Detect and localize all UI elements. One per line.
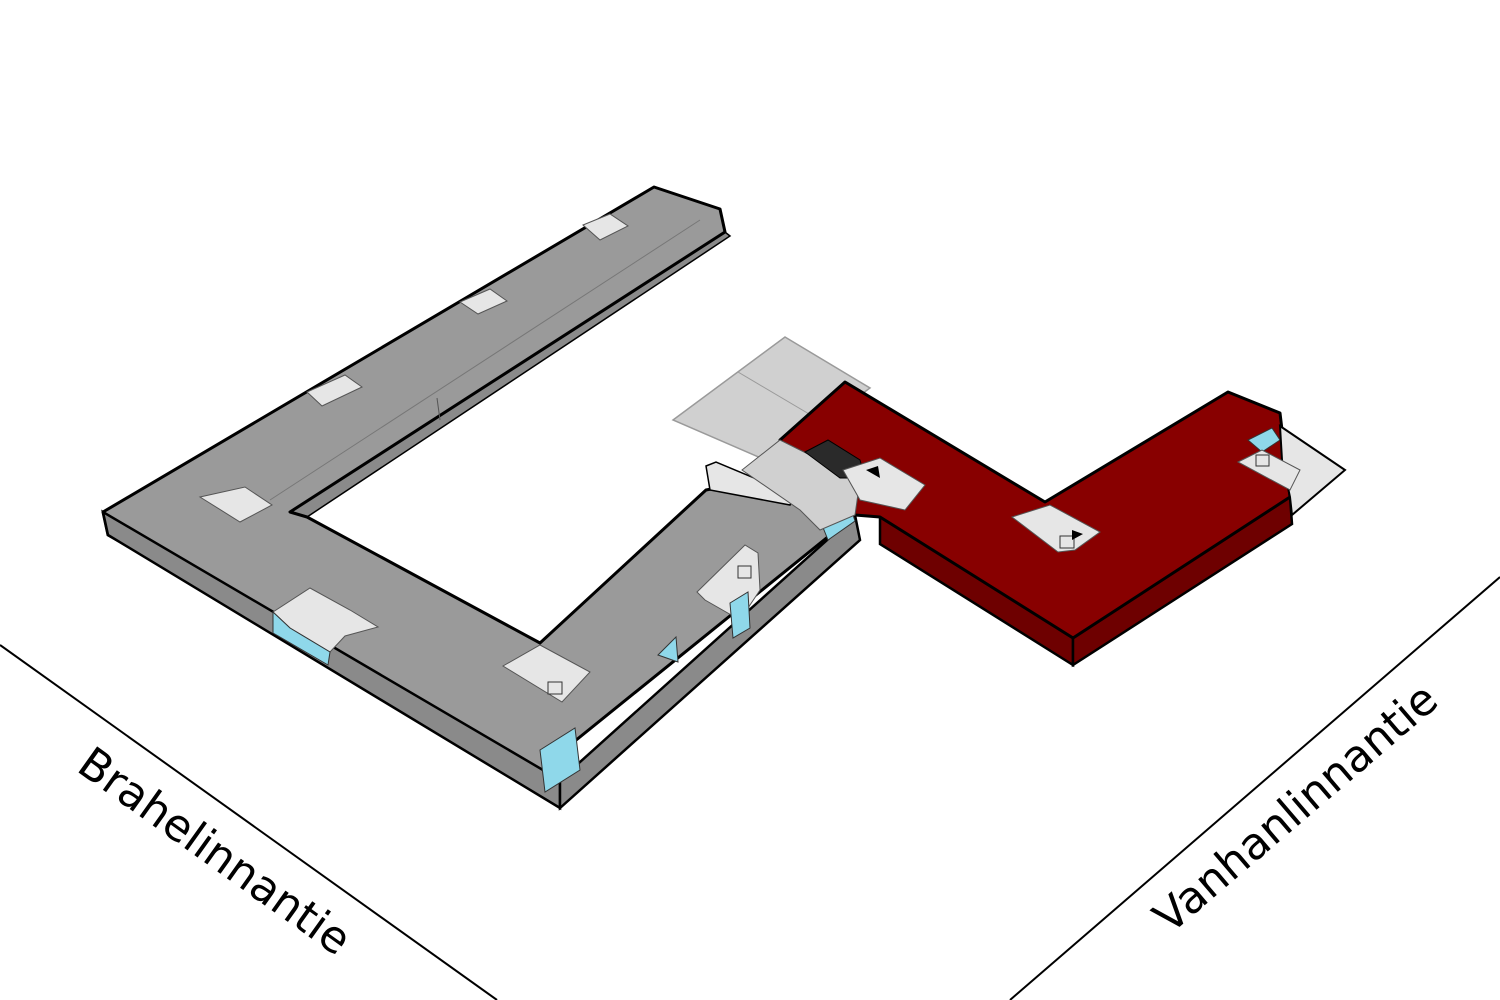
roof-seam-1 [436,397,441,421]
stair-core-1 [502,644,591,703]
elevator-box-3 [1059,535,1075,549]
roof-patch-2 [458,288,509,315]
elevator-box-4 [1255,454,1270,467]
street-line-brahelinnantie [0,644,498,1000]
street-label-vanhanlinnantie: Vanhanlinnantie [1144,673,1448,943]
elevator-box-1 [547,681,563,695]
canopy-roof [671,336,872,463]
red-stair-core-2 [1010,504,1101,553]
se-side-face [558,512,862,811]
grey-building [101,185,862,811]
roof-patch-1 [582,213,629,241]
roof-patch-4 [198,486,273,523]
roof-patch-3 [306,374,363,407]
elevator-box-2 [737,565,752,579]
glass-entrance-5 [657,635,679,663]
glass-entrance-2 [539,727,581,793]
roof-ridge-line [269,219,701,501]
red-end-wing [1278,424,1347,517]
elevator-arrow-2 [1072,530,1083,540]
glass-entrance-1 [272,610,331,666]
street-label-brahelinnantie: Brahelinnantie [69,737,361,965]
street-line-vanhanlinnantie [1009,576,1500,1000]
red-stair-core-1 [842,457,926,511]
glass-entrance-4 [729,591,751,639]
red-stair-core-3 [1236,449,1301,491]
highlighted-section [741,380,1347,668]
junction-light-area [741,439,861,531]
elevator-arrow-1 [866,466,880,478]
